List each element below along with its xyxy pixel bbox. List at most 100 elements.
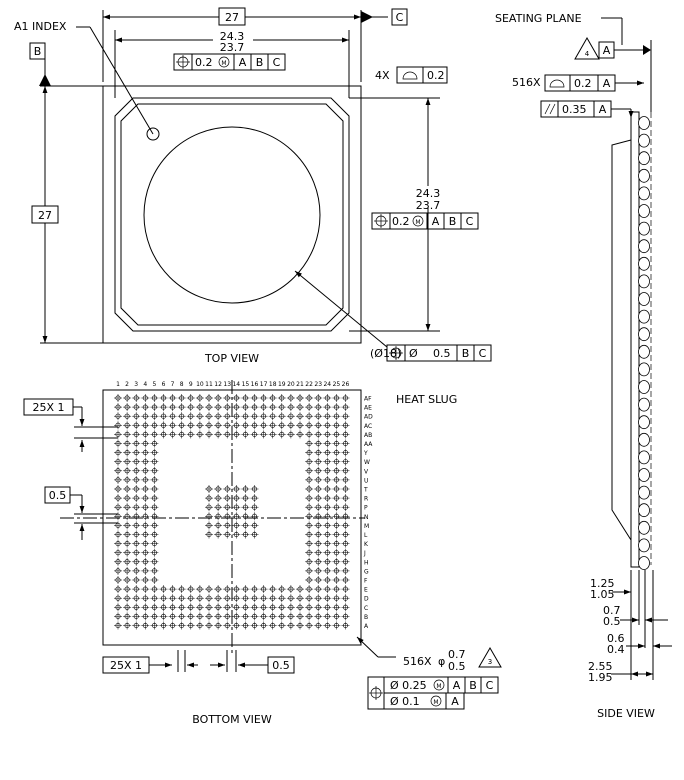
column-label: 5 <box>152 381 156 388</box>
column-label: 4 <box>143 381 147 388</box>
solder-ball <box>177 430 186 439</box>
solder-ball <box>277 594 286 603</box>
solder-ball <box>141 612 150 621</box>
solder-ball <box>223 530 232 539</box>
solder-ball <box>323 548 332 557</box>
solder-ball <box>114 448 122 457</box>
svg-text:A: A <box>599 103 607 116</box>
solder-ball <box>241 612 250 621</box>
solder-ball <box>141 576 150 584</box>
solder-ball <box>305 448 314 457</box>
solder-ball <box>205 403 213 412</box>
solder-ball <box>132 585 141 594</box>
solder-ball <box>223 412 232 421</box>
solder-ball <box>305 403 314 412</box>
side-solder-ball <box>638 397 650 412</box>
solder-ball <box>323 503 332 512</box>
dim4-max: 2.55 <box>588 660 613 673</box>
solder-ball <box>250 421 259 430</box>
solder-ball <box>323 539 332 548</box>
solder-ball <box>341 612 350 621</box>
solder-ball <box>241 530 250 539</box>
solder-ball <box>141 485 150 493</box>
solder-ball <box>241 485 250 493</box>
solder-ball <box>123 621 132 630</box>
svg-text:Ø 0.1: Ø 0.1 <box>390 695 420 708</box>
side-solder-ball <box>638 292 650 306</box>
solder-ball <box>314 603 323 612</box>
solder-ball <box>177 621 186 630</box>
solder-ball <box>314 475 323 484</box>
dim2-min: 0.5 <box>603 615 621 628</box>
solder-ball <box>141 594 150 603</box>
row-label: E <box>364 587 368 594</box>
solder-ball <box>323 585 332 594</box>
column-label: 15 <box>242 381 250 388</box>
lid-inner <box>120 103 344 326</box>
side-solder-ball <box>638 256 650 271</box>
solder-ball <box>341 466 350 475</box>
solder-ball <box>332 457 341 466</box>
side-solder-ball <box>638 344 650 359</box>
slug-diameter: (Ø18) <box>370 347 401 360</box>
row-label: G <box>364 568 369 575</box>
solder-ball <box>323 421 332 430</box>
heat-slug-label: HEAT SLUG <box>396 393 457 406</box>
solder-ball <box>277 394 286 402</box>
solder-ball <box>159 394 168 402</box>
solder-ball <box>241 503 250 512</box>
solder-ball <box>314 412 323 421</box>
solder-ball <box>223 521 232 530</box>
row-label: B <box>364 614 368 621</box>
solder-ball <box>286 430 295 439</box>
solder-ball <box>214 403 223 412</box>
solder-ball <box>296 594 304 603</box>
solder-ball <box>141 621 150 630</box>
svg-text:C: C <box>273 56 281 69</box>
solder-ball <box>195 594 204 603</box>
row-label: D <box>364 596 369 603</box>
solder-ball <box>114 548 122 557</box>
a1-index-leader <box>89 26 154 135</box>
side-solder-ball <box>638 380 650 394</box>
solder-ball <box>223 403 232 412</box>
column-label: 21 <box>296 381 304 388</box>
side-solder-ball <box>638 221 650 236</box>
solder-ball <box>150 475 159 484</box>
solder-ball <box>186 421 195 430</box>
solder-ball <box>132 485 141 493</box>
solder-ball <box>341 457 350 466</box>
side-solder-ball <box>638 556 650 570</box>
inner-width-max: 24.3 <box>220 30 245 43</box>
parallelism-frame: 0.35 A <box>540 100 612 118</box>
solder-ball <box>332 594 341 603</box>
solder-ball <box>195 421 204 430</box>
solder-ball <box>132 539 141 548</box>
solder-ball <box>150 521 159 530</box>
solder-ball <box>159 412 168 421</box>
solder-ball <box>132 530 141 539</box>
solder-ball <box>277 403 286 412</box>
solder-ball <box>250 503 259 512</box>
mmc-symbol-icon <box>412 215 424 227</box>
solder-ball <box>296 412 304 421</box>
solder-ball <box>323 557 332 566</box>
solder-ball <box>205 512 213 521</box>
solder-ball <box>123 494 132 503</box>
row-label: C <box>364 605 368 612</box>
dim4-min: 1.95 <box>588 671 613 684</box>
column-label: 26 <box>342 381 350 388</box>
solder-ball <box>332 475 341 484</box>
column-label: 6 <box>162 381 166 388</box>
solder-ball <box>123 448 132 457</box>
solder-ball <box>341 475 350 484</box>
row-label: AF <box>364 396 372 403</box>
side-solder-ball <box>638 520 650 535</box>
solder-ball <box>132 421 141 430</box>
row-label: AC <box>364 423 372 430</box>
solder-ball <box>123 475 132 484</box>
solder-ball <box>114 621 122 630</box>
solder-ball <box>177 394 186 402</box>
solder-ball <box>259 585 268 594</box>
